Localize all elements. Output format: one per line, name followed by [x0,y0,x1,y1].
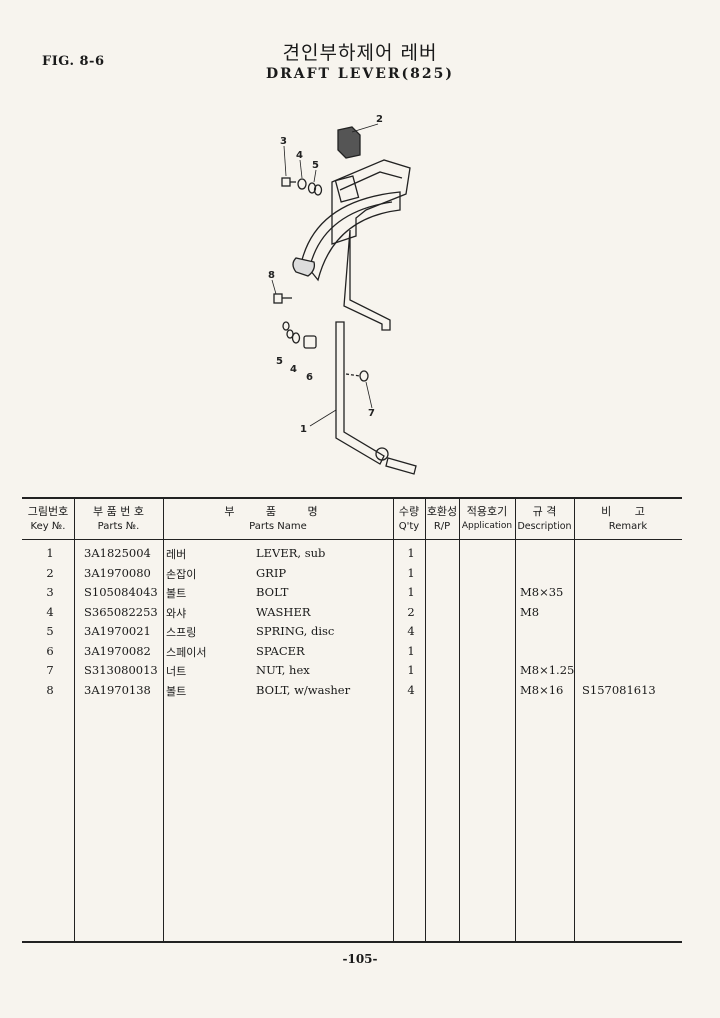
figure-label: FIG. 8-6 [42,54,105,69]
header-qty-en: Q'ty [398,521,420,532]
row-name-ko: 너트 [166,665,187,678]
row-qty: 2 [407,604,415,619]
row-name-ko: 스프링 [166,626,197,639]
row-name-ko: 손잡이 [166,567,197,581]
row-name-ko: 볼트 [166,684,187,698]
nut-7-icon [359,370,369,382]
row-desc: M8 [520,604,540,619]
table-row: 1 3A1825004 레버 LEVER, sub 1 [22,546,682,565]
row-qty: 1 [407,663,415,677]
header-rp-en: R/P [433,521,451,532]
header-remark-en: Remark [608,521,648,532]
row-name-en: WASHER [256,604,311,619]
row-name-ko: 와샤 [166,606,187,620]
table-row: 3 S105084043 볼트 BOLT 1 M8×35 [22,585,682,604]
row-parts-no: S313080013 [84,663,158,677]
row-name-en: NUT, hex [256,663,310,677]
row-name-en: LEVER, sub [256,546,326,560]
header-remark-ko: 비 고 [601,505,655,518]
callout-6: 6 [306,372,313,383]
row-parts-no: 3A1970138 [84,682,151,697]
row-name-ko: 스페이서 [166,645,207,659]
table-row: 5 3A1970021 스프링 SPRING, disc 4 [22,624,682,643]
row-name-en: GRIP [256,565,287,580]
row-parts-no: S365082253 [84,604,158,619]
row-qty: 4 [407,682,415,697]
header-app-en: Application [461,521,513,531]
callout-3: 3 [280,136,287,147]
bracket-plate [331,159,411,245]
header-name-ko: 부 품 명 [224,505,332,518]
table-row: 6 3A1970082 스페이서 SPACER 1 [22,644,682,663]
draft-lever-exploded-diagram: 2 3 4 5 8 5 4 6 7 1 [268,114,417,475]
row-key: 7 [46,663,54,677]
row-parts-no: 3A1825004 [84,546,151,560]
callout-5: 5 [312,160,319,171]
row-desc: M8×16 [520,682,564,697]
row-qty: 1 [407,643,415,658]
spacer-6-icon [303,335,317,349]
row-qty: 1 [407,585,415,599]
row-parts-no: 3A1970021 [84,624,151,638]
row-desc: M8×35 [520,585,564,599]
header-app-ko: 적용호기 [466,505,508,518]
row-parts-no: S105084043 [84,585,158,599]
grip-part [337,126,361,159]
table-row: 7 S313080013 너트 NUT, hex 1 M8×1.25 [22,663,682,682]
callout-1: 1 [300,424,307,435]
header-qty-ko: 수량 [398,505,420,518]
row-name-en: BOLT [256,585,289,599]
table-row: 8 3A1970138 볼트 BOLT, w/washer 4 M8×16 S1… [22,683,682,702]
page-number: -105- [342,952,378,966]
row-key: 5 [46,624,54,638]
row-key: 4 [46,604,54,619]
quadrant-arc [301,191,401,282]
bolt-8-icon [273,293,292,304]
row-key: 1 [46,546,54,560]
row-key: 6 [46,643,54,658]
table-row: 2 3A1970080 손잡이 GRIP 1 [22,566,682,585]
row-key: 2 [46,565,54,580]
row-name-en: BOLT, w/washer [256,682,351,697]
header-name-en: Parts Name [249,521,307,532]
callout-7: 7 [368,408,375,419]
row-qty: 1 [407,565,415,580]
header-key-ko: 그림번호 [27,505,69,518]
callout-2: 2 [376,114,383,125]
lever-plate-slot [334,175,360,203]
callout-5-lower: 5 [276,356,283,367]
row-name-ko: 레버 [166,548,187,561]
page-title-korean: 견인부하제어 레버 [282,42,438,64]
callout-4-lower: 4 [290,364,297,375]
main-lever-1 [335,321,385,465]
row-name-en: SPACER [256,643,305,658]
row-parts-no: 3A1970080 [84,565,151,580]
row-key: 8 [46,682,54,697]
row-name-ko: 볼트 [166,587,187,600]
row-name-en: SPRING, disc [256,624,335,638]
page-title-english: DRAFT LEVER(825) [265,66,455,82]
guide-rod [343,229,391,331]
row-desc: M8×1.25 [520,663,575,677]
header-desc-ko: 규 격 [532,505,557,518]
row-remark: S157081613 [582,682,656,697]
header-desc-en: Description [517,521,572,532]
callout-8: 8 [268,270,275,281]
row-qty: 4 [407,624,415,638]
table-row: 4 S365082253 와샤 WASHER 2 M8 [22,605,682,624]
row-parts-no: 3A1970082 [84,643,151,658]
parts-table: 그림번호 Key №. 부 품 번 호 Parts №. 부 품 명 Parts… [22,497,682,943]
header-key-en: Key №. [30,521,66,532]
row-key: 3 [46,585,54,599]
header-rp-ko: 호환성 [426,505,458,518]
callout-4: 4 [296,150,303,161]
header-parts-en: Parts №. [97,521,140,532]
row-qty: 1 [407,546,415,560]
bolt-3-icon [281,177,296,187]
header-parts-ko: 부 품 번 호 [93,505,144,518]
